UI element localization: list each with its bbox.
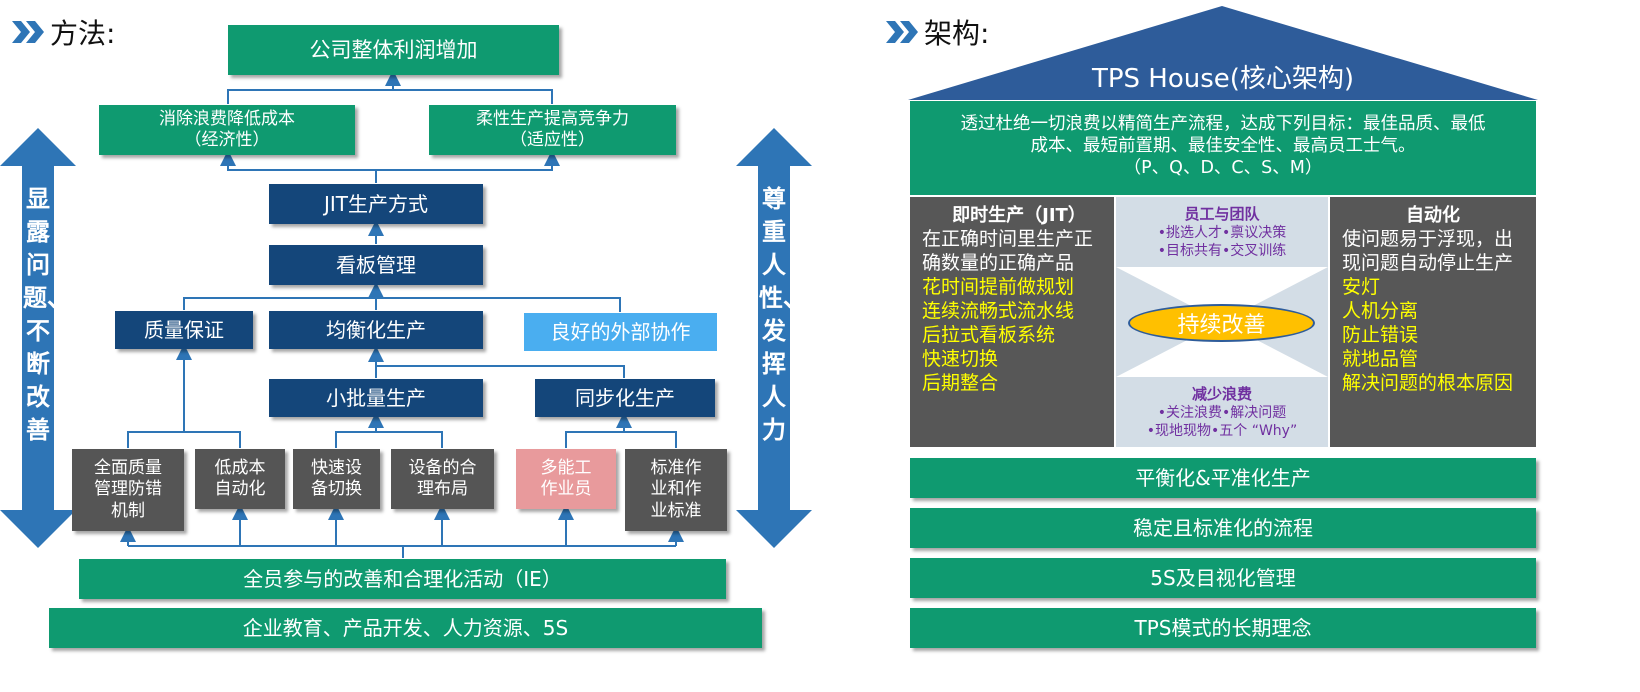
item-line: 作业员 [540, 479, 592, 499]
jit-box: JIT生产方式 [269, 184, 483, 224]
jidoka-pillar-line: 使问题易于浮现，出 [1342, 228, 1514, 250]
waste-line: •现地现物•五个 “Why” [1146, 423, 1298, 439]
jit-pillar-item: 连续流畅式流水线 [922, 300, 1075, 322]
goal-band: 透过杜绝一切浪费以精简生产流程，达成下列目标：最佳品质、最低 成本、最短前置期、… [910, 101, 1536, 195]
structure-heading-text: 架构: [924, 17, 990, 50]
item-line: 业标准 [650, 500, 702, 521]
item-line: 自动化 [214, 479, 266, 499]
team-title: 员工与团队 [1184, 205, 1260, 223]
center-hourglass [1116, 267, 1328, 377]
leveling-box: 均衡化生产 [269, 311, 483, 349]
foundation-bar-standard: 稳定且标准化的流程 [910, 508, 1536, 548]
right-arrow-text: 尊重人性、发挥人力 [759, 184, 807, 444]
item-line: 理布局 [417, 479, 468, 499]
cost-goal-line: 消除浪费降低成本 [159, 108, 295, 129]
item-line: 管理防错 [94, 479, 162, 500]
item-line: 全面质量 [94, 458, 162, 479]
jidoka-pillar-title: 自动化 [1406, 205, 1460, 226]
quality-box: 质量保证 [115, 311, 253, 349]
goal-band-line: （P、Q、D、C、S、M） [1123, 158, 1323, 178]
structure-heading: 架构: [886, 12, 989, 52]
flex-goal-line: 柔性生产提高竞争力 [476, 108, 629, 129]
method-heading-text: 方法: [50, 17, 116, 50]
item-quality-mgmt: 全面质量 管理防错 机制 [72, 449, 184, 531]
team-section: 员工与团队 •挑选人才•禀议决策 •目标共有•交叉训练 [1116, 204, 1328, 260]
waste-line: •关注浪费•解决问题 [1157, 405, 1287, 421]
double-chevron-icon [886, 21, 918, 43]
jidoka-pillar-item: 就地品管 [1342, 348, 1419, 370]
method-heading: 方法: [12, 12, 115, 52]
jidoka-pillar-line: 现问题自动停止生产 [1342, 252, 1514, 274]
item-line: 机制 [111, 500, 145, 521]
goal-band-line: 成本、最短前置期、最佳安全性、最高员工士气。 [1030, 136, 1416, 156]
sync-box: 同步化生产 [535, 379, 715, 417]
item-line: 标准作 [650, 458, 702, 479]
jidoka-pillar-item: 防止错误 [1342, 324, 1419, 346]
item-standard-work: 标准作 业和作 业标准 [625, 449, 727, 531]
jit-pillar-item: 后拉式看板系统 [922, 324, 1056, 346]
waste-title: 减少浪费 [1191, 385, 1252, 403]
profit-box: 公司整体利润增加 [228, 25, 559, 75]
foundation-bar-5s: 5S及目视化管理 [910, 558, 1536, 598]
left-arrow-text: 显露问题、不断改善 [23, 184, 71, 444]
jidoka-pillar-item: 人机分离 [1342, 300, 1419, 322]
cost-goal-box: 消除浪费降低成本 （经济性） [99, 105, 355, 155]
small-batch-box: 小批量生产 [269, 379, 483, 417]
item-multi-skill: 多能工 作业员 [516, 449, 616, 509]
item-line: 快速设 [311, 457, 362, 478]
ie-box: 全员参与的改善和合理化活动（IE） [79, 559, 726, 599]
right-double-arrow [736, 128, 812, 548]
flex-goal-line: （适应性） [510, 130, 595, 150]
external-box: 良好的外部协作 [524, 313, 717, 351]
flex-goal-box: 柔性生产提高竞争力 （适应性） [429, 105, 676, 155]
jit-pillar-line: 确数量的正确产品 [922, 252, 1075, 274]
item-equipment-layout: 设备的合 理布局 [391, 449, 494, 509]
base-box: 企业教育、产品开发、人力资源、5S [49, 608, 762, 648]
jit-pillar-item: 后期整合 [922, 372, 999, 394]
kanban-box: 看板管理 [269, 245, 483, 285]
foundation-bar-philosophy: TPS模式的长期理念 [910, 608, 1536, 648]
jit-pillar-item: 快速切换 [922, 348, 999, 370]
goal-band-line: 透过杜绝一切浪费以精简生产流程，达成下列目标：最佳品质、最低 [960, 114, 1486, 134]
jit-pillar-line: 在正确时间里生产正 [922, 228, 1094, 250]
team-line: •挑选人才•禀议决策 [1157, 225, 1287, 241]
jidoka-pillar: 自动化 使问题易于浮现，出 现问题自动停止生产 安灯 人机分离 防止错误 就地品… [1330, 197, 1536, 447]
waste-section: 减少浪费 •关注浪费•解决问题 •现地现物•五个 “Why” [1116, 384, 1328, 440]
roof-title: TPS House(核心架构) [1091, 64, 1355, 94]
cost-goal-line: （经济性） [184, 130, 270, 150]
left-double-arrow [0, 128, 76, 548]
jit-pillar-title: 即时生产（JIT） [952, 205, 1086, 226]
jidoka-pillar-item: 解决问题的根本原因 [1342, 372, 1514, 394]
item-line: 多能工 [540, 457, 592, 478]
kaizen-oval: 持续改善 [1128, 304, 1315, 342]
item-low-cost-automation: 低成本 自动化 [195, 449, 285, 509]
jit-pillar-item: 花时间提前做规划 [922, 276, 1075, 298]
jidoka-pillar-item: 安灯 [1342, 276, 1381, 298]
item-line: 设备的合 [408, 457, 477, 478]
method-connectors [0, 70, 812, 558]
double-chevron-icon [12, 21, 44, 43]
team-line: •目标共有•交叉训练 [1157, 243, 1287, 259]
foundation-bar-leveling: 平衡化&平准化生产 [910, 458, 1536, 498]
item-line: 低成本 [214, 457, 266, 478]
jit-pillar: 即时生产（JIT） 在正确时间里生产正 确数量的正确产品 花时间提前做规划 连续… [910, 197, 1114, 447]
item-line: 备切换 [311, 479, 362, 499]
house-roof [908, 6, 1538, 100]
item-quick-changeover: 快速设 备切换 [293, 449, 380, 509]
item-line: 业和作 [650, 479, 702, 500]
